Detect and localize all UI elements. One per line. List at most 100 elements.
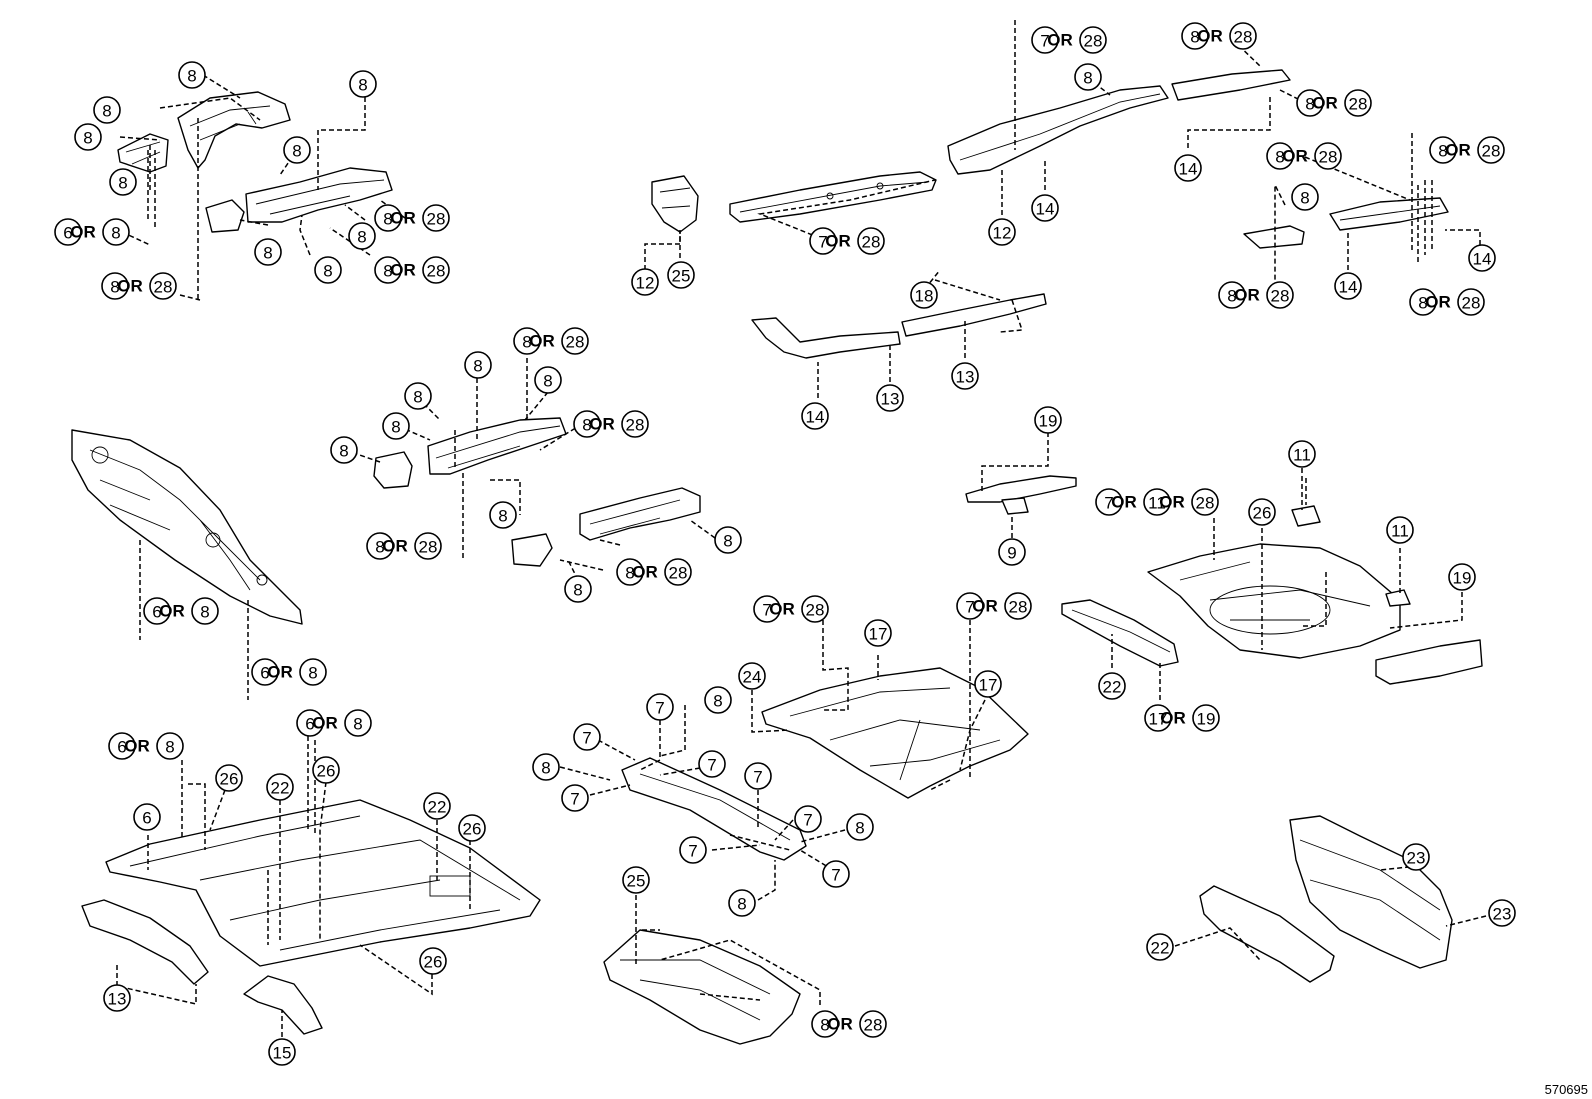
or-separator: OR — [1047, 31, 1073, 50]
callout-circle — [215, 764, 243, 792]
callout-circle — [1229, 22, 1257, 50]
or-separator: OR — [390, 209, 416, 228]
callout-number: 13 — [108, 990, 127, 1009]
or-separator: OR — [312, 714, 338, 733]
part-rear-floor-pan — [1147, 543, 1401, 659]
callout-circle — [998, 538, 1026, 566]
callout-circle — [296, 709, 324, 737]
callout-number: 7 — [831, 866, 840, 885]
part-rear-bracket-1 — [1243, 225, 1305, 249]
callout-circle — [1266, 281, 1294, 309]
callout-number: 8 — [102, 102, 111, 121]
part-callout-19: 19 — [1448, 563, 1476, 591]
callout-number: 14 — [806, 408, 825, 427]
callout-circle — [801, 595, 829, 623]
part-callout-14: 14 — [801, 402, 829, 430]
callout-number: 17 — [869, 625, 888, 644]
callout-circle — [951, 362, 979, 390]
callout-circle — [1296, 89, 1324, 117]
callout-circle — [876, 384, 904, 412]
callout-circle — [667, 261, 695, 289]
part-floor-bracket-15 — [243, 975, 323, 1035]
part-callout-7: 7 — [744, 762, 772, 790]
callout-number: 6 — [63, 224, 72, 243]
part-callout-22: 22 — [266, 773, 294, 801]
callout-circle — [621, 410, 649, 438]
callout-circle — [1031, 194, 1059, 222]
callout-circle — [1192, 704, 1220, 732]
callout-circle — [822, 860, 850, 888]
callout-circle — [268, 1038, 296, 1066]
callout-circle — [714, 526, 742, 554]
callout-circle — [646, 693, 674, 721]
callout-circle — [109, 168, 137, 196]
part-callout-17: 17 — [974, 670, 1002, 698]
callout-number: 7 — [762, 601, 771, 620]
callout-circle — [1402, 843, 1430, 871]
callout-number: 26 — [1253, 504, 1272, 523]
part-callout-14: 14 — [1468, 244, 1496, 272]
callout-circle — [1344, 89, 1372, 117]
callout-circle — [191, 597, 219, 625]
callout-circle — [422, 204, 450, 232]
callout-circle — [1314, 142, 1342, 170]
callout-circle — [534, 366, 562, 394]
callout-circle — [330, 436, 358, 464]
callout-circle — [664, 558, 692, 586]
callout-circle — [956, 592, 984, 620]
callout-number: 6 — [117, 738, 126, 757]
part-callout-17: 17 — [864, 619, 892, 647]
callout-number: 6 — [152, 603, 161, 622]
part-callout-22: 22 — [1098, 672, 1126, 700]
or-separator: OR — [70, 223, 96, 242]
part-front-crossmember-brackets — [427, 417, 567, 475]
callout-number: 28 — [806, 601, 825, 620]
callout-circle — [1034, 406, 1062, 434]
callout-number: 8 — [625, 564, 634, 583]
part-rear-crossmember-ext — [1171, 69, 1291, 101]
callout-number: 12 — [636, 274, 655, 293]
callout-circle — [573, 723, 601, 751]
callout-number: 28 — [566, 333, 585, 352]
or-separator: OR — [1197, 27, 1223, 46]
callout-circle — [419, 947, 447, 975]
callout-circle — [631, 268, 659, 296]
callout-number: 14 — [1036, 200, 1055, 219]
part-callout-7: 7 — [573, 723, 601, 751]
callout-circle — [299, 658, 327, 686]
callout-number: 28 — [1084, 32, 1103, 51]
part-rear-floor-side-member — [947, 85, 1169, 175]
callout-number: 28 — [1271, 287, 1290, 306]
part-callout-14: 14 — [1031, 194, 1059, 222]
or-separator: OR — [1282, 147, 1308, 166]
callout-circle — [809, 227, 837, 255]
or-separator: OR — [267, 663, 293, 682]
callout-number: 28 — [1319, 148, 1338, 167]
part-bracket-12 — [651, 175, 699, 233]
part-rocker-inner-front — [751, 317, 901, 359]
callout-circle — [794, 805, 822, 833]
callout-number: 8 — [543, 372, 552, 391]
callout-circle — [859, 1010, 887, 1038]
callout-circle — [974, 670, 1002, 698]
part-callout-7: 7 — [646, 693, 674, 721]
callout-number: 25 — [627, 872, 646, 891]
callout-circle — [564, 575, 592, 603]
part-callout-13: 13 — [876, 384, 904, 412]
callout-number: 8 — [353, 715, 362, 734]
callout-circle — [679, 836, 707, 864]
callout-number: 8 — [339, 442, 348, 461]
callout-number: 8 — [110, 278, 119, 297]
callout-circle — [254, 238, 282, 266]
callout-number: 28 — [1234, 28, 1253, 47]
callout-circle — [1266, 142, 1294, 170]
callout-number: 8 — [383, 210, 392, 229]
